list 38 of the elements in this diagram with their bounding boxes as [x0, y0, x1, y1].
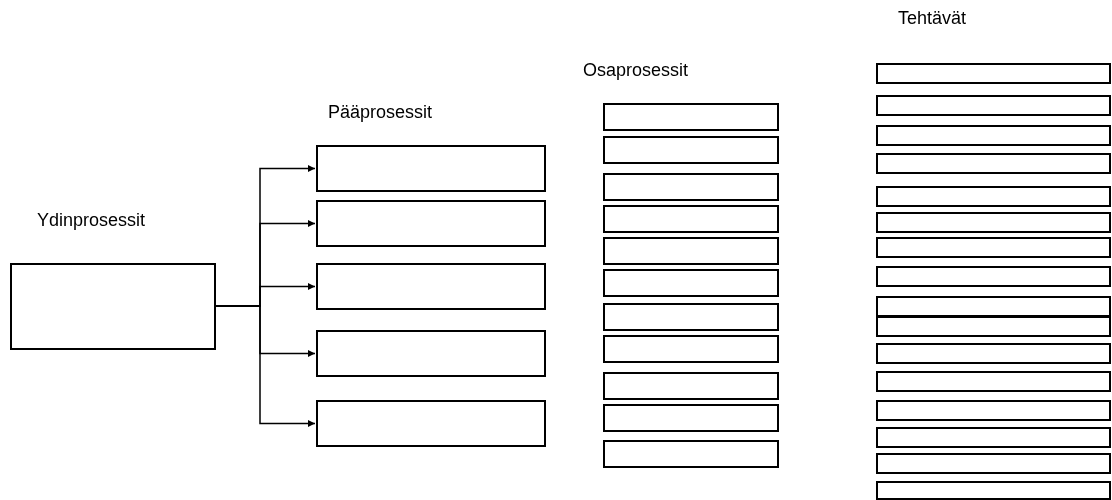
process-box [603, 103, 779, 131]
process-box [876, 296, 1111, 317]
process-box [603, 303, 779, 331]
process-box [876, 400, 1111, 421]
process-box [876, 186, 1111, 207]
process-box [603, 404, 779, 432]
process-box [603, 269, 779, 297]
process-box [876, 343, 1111, 364]
process-box [603, 237, 779, 265]
process-box [316, 330, 546, 377]
process-box [316, 263, 546, 310]
process-box [876, 212, 1111, 233]
process-box [876, 371, 1111, 392]
process-box [876, 453, 1111, 474]
process-box [876, 95, 1111, 116]
column-heading: Ydinprosessit [37, 210, 146, 231]
process-box [603, 372, 779, 400]
column-heading: Tehtävät [898, 8, 967, 29]
process-box [603, 205, 779, 233]
process-box [603, 173, 779, 201]
process-box [876, 153, 1111, 174]
column-heading: Pääprosessit [328, 102, 433, 123]
process-box [10, 263, 216, 350]
process-box [316, 400, 546, 447]
process-box [876, 63, 1111, 84]
process-box [876, 316, 1111, 337]
process-box [603, 440, 779, 468]
process-box [876, 481, 1111, 500]
arrow [215, 305, 316, 428]
process-box [876, 237, 1111, 258]
column-heading: Osaprosessit [583, 60, 689, 81]
process-box [316, 200, 546, 247]
process-box [603, 136, 779, 164]
process-box [876, 266, 1111, 287]
process-box [603, 335, 779, 363]
process-box [876, 427, 1111, 448]
process-box [316, 145, 546, 192]
process-box [876, 125, 1111, 146]
